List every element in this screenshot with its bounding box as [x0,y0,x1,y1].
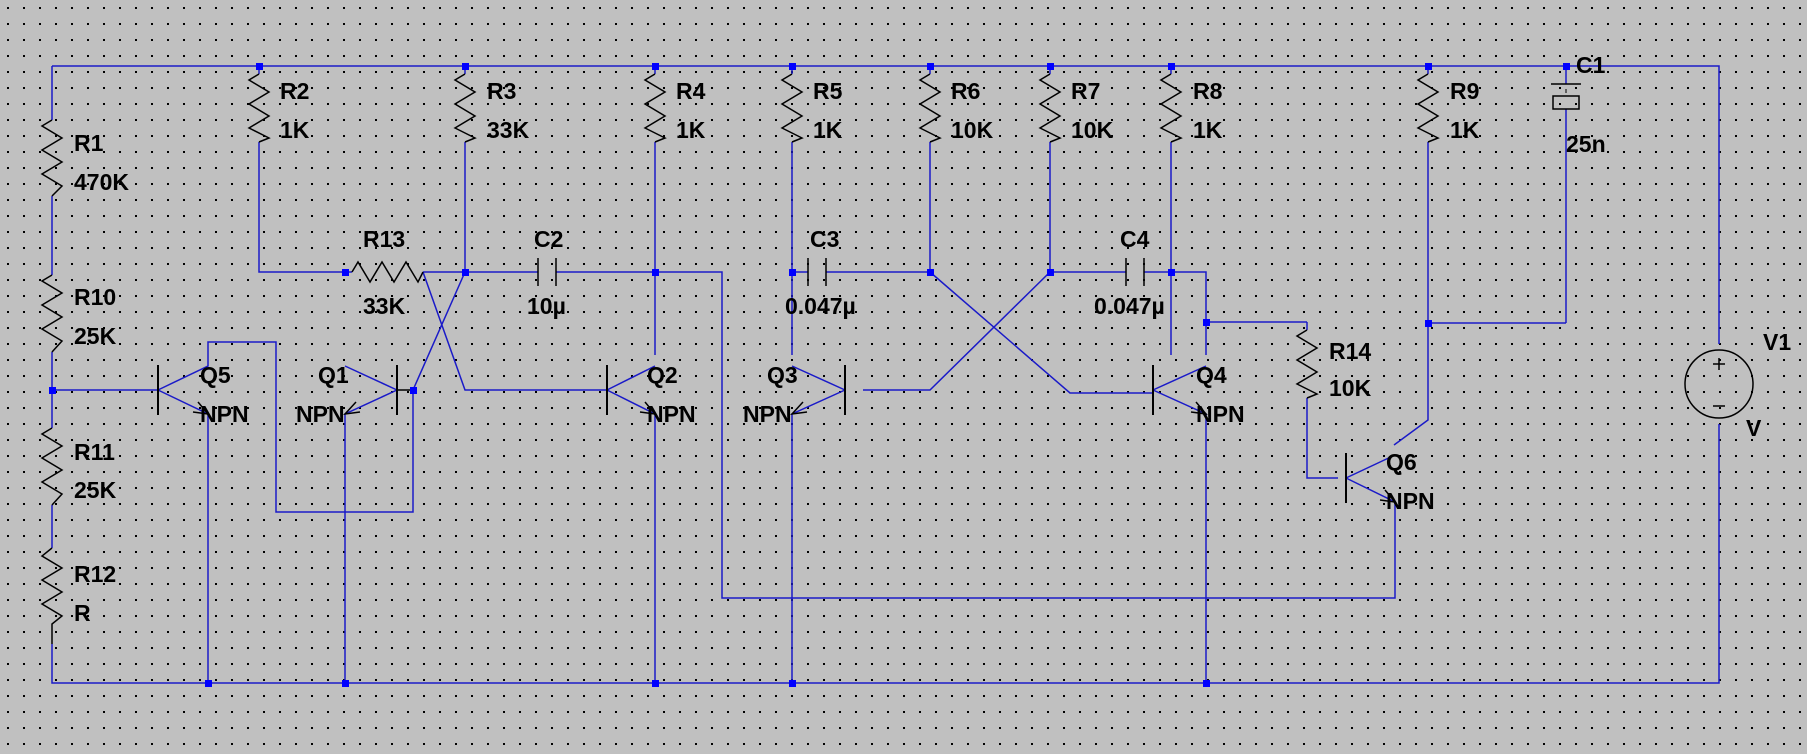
junctions [49,63,1570,687]
label-C3-value: 0.047µ [785,293,856,319]
label-V1-name: V1 [1763,329,1791,355]
resistor-R2 [247,73,271,143]
label-C2-value: 10µ [527,293,566,319]
label-Q5-name: Q5 [200,362,231,388]
emitter-arrow-Q3 [790,401,808,416]
resistor-R5 [780,73,804,143]
label-R4-value: 1K [676,117,706,143]
label-R10-value: 25K [74,323,117,349]
label-R5-name: R5 [813,78,843,104]
emitter-arrow-Q1 [343,401,361,416]
label-Q3-name: Q3 [767,362,798,388]
capacitor-C4 [1125,258,1145,286]
label-Q4-name: Q4 [1196,362,1227,388]
label-R2-value: 1K [280,117,310,143]
label-Q2-name: Q2 [647,362,678,388]
label-R12-value: R [74,600,91,626]
capacitor-C3 [807,258,827,286]
label-C4-value: 0.047µ [1094,293,1165,319]
label-R3-value: 33K [487,117,530,143]
label-C3-name: C3 [810,226,839,252]
label-R13-value: 33K [363,293,406,319]
label-C4-name: C4 [1120,226,1150,252]
label-Q6-name: Q6 [1386,449,1417,475]
resistor-R4 [643,73,667,143]
capacitor-C2 [537,258,557,286]
label-C1-value: 25n [1566,131,1606,157]
capacitor-C1 [1551,83,1581,110]
resistor-R6 [918,73,942,143]
resistor-R3 [453,73,477,143]
resistor-R13 [351,260,424,284]
label-Q1-name: Q1 [318,362,349,388]
label-R13-name: R13 [363,226,405,252]
label-R12-name: R12 [74,561,116,587]
label-R9-name: R9 [1450,78,1479,104]
voltage-source-V1 [1684,349,1754,419]
emitter-arrow-Q6 [1379,489,1397,503]
label-Q2-type: NPN [647,401,696,427]
label-R8-name: R8 [1193,78,1223,104]
label-C1-name: C1 [1576,52,1606,78]
label-R10-name: R10 [74,284,116,310]
label-R7-name: R7 [1071,78,1100,104]
label-R14-name: R14 [1329,338,1371,364]
emitter-arrow-Q5 [192,401,210,415]
resistor-R7 [1038,73,1062,143]
label-R5-value: 1K [813,117,843,143]
label-Q3-type: NPN [743,401,792,427]
label-Q1-type: NPN [296,401,345,427]
resistor-R1 [40,119,64,197]
label-R2-name: R2 [280,78,309,104]
label-C2-name: C2 [534,226,563,252]
label-R6-name: R6 [951,78,980,104]
label-R1-name: R1 [74,130,104,156]
label-R8-value: 1K [1193,117,1223,143]
label-Q6-type: NPN [1386,488,1435,514]
label-R11-name: R11 [74,439,115,465]
label-R3-name: R3 [487,78,516,104]
resistor-R9 [1416,73,1440,143]
resistor-R11 [40,427,64,506]
resistor-R14 [1295,329,1319,399]
label-R7-value: 10K [1071,117,1114,143]
resistor-R10 [40,274,64,353]
label-R4-name: R4 [676,78,706,104]
label-R9-value: 1K [1450,117,1480,143]
label-R6-value: 10K [951,117,994,143]
emitter-arrow-Q4 [1190,401,1208,415]
label-R14-value: 10K [1329,375,1372,401]
label-R1-value: 470K [74,169,129,195]
label-Q5-type: NPN [200,401,249,427]
label-Q4-type: NPN [1196,401,1245,427]
label-R11-value: 25K [74,477,117,503]
label-V1-value: V [1746,415,1762,441]
emitter-arrow-Q2 [639,401,657,415]
resistor-R12 [40,547,64,644]
resistor-R8 [1159,73,1183,143]
